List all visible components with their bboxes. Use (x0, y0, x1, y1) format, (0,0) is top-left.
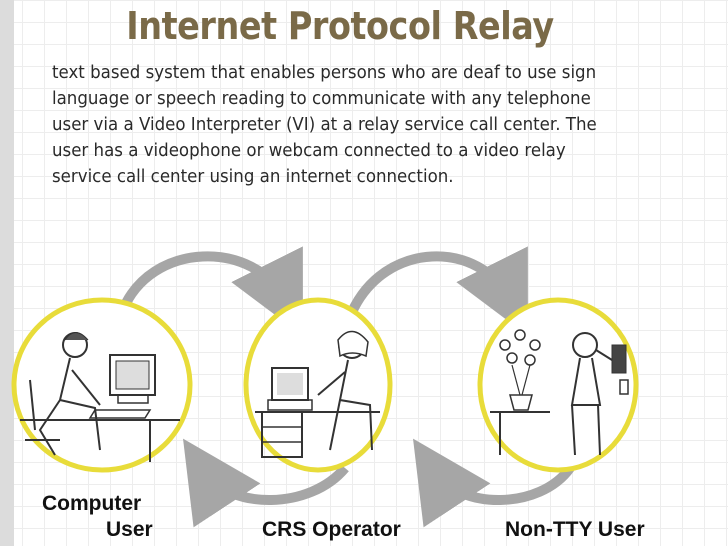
label-crs-operator: CRS Operator (262, 518, 401, 541)
slide-body-text: text based system that enables persons w… (52, 63, 597, 187)
arrow-top-right (347, 246, 528, 336)
slide-left-edge (0, 0, 14, 546)
arrow-top-left (117, 246, 303, 336)
computer-user-illustration (11, 297, 193, 473)
non-tty-user-illustration (477, 297, 639, 473)
crs-operator-illustration (243, 297, 393, 473)
label-non-tty-user: Non-TTY User (505, 518, 645, 541)
arrow-bottom-left (182, 438, 349, 528)
label-computer-line2: User (106, 518, 153, 541)
label-computer-line1: Computer (42, 492, 142, 515)
arrow-bottom-right (412, 438, 575, 528)
slide-title: Internet Protocol Relay (126, 4, 554, 48)
